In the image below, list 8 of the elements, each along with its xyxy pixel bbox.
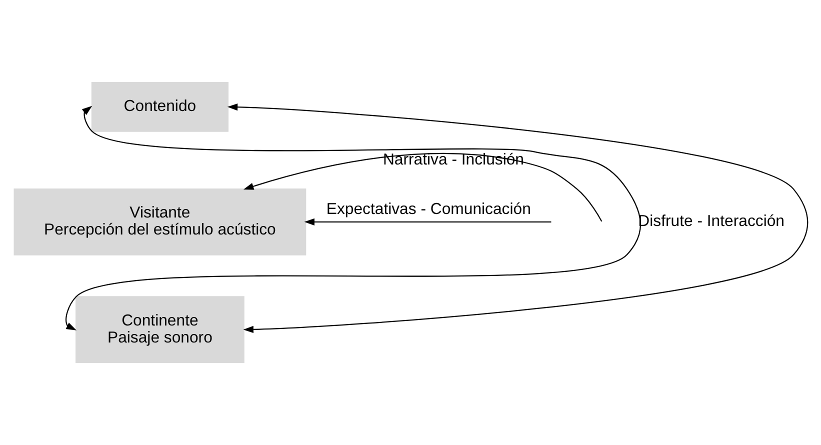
arrow <box>226 103 808 334</box>
node-box: Contenido <box>90 82 228 132</box>
arrow <box>304 218 551 226</box>
node-box: Continente Paisaje sonoro <box>75 296 244 364</box>
node-box: Visitante Percepción del estímulo acústico <box>13 188 306 256</box>
arrow <box>242 152 602 222</box>
edge-label: Expectativas - Comunicación <box>326 201 530 218</box>
arrow <box>65 106 640 330</box>
